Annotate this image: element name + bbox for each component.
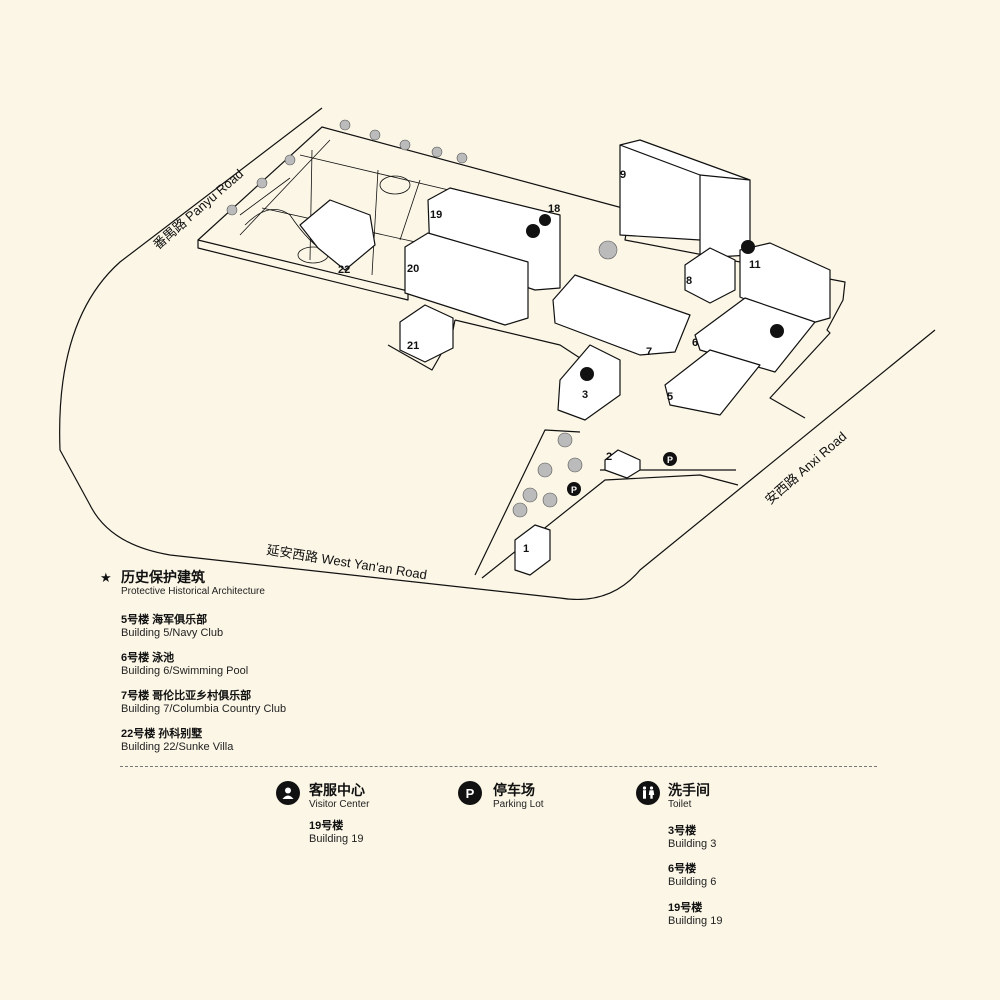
historical-title: 历史保护建筑 <box>121 569 205 585</box>
historical-item: 7号楼 哥伦比亚乡村俱乐部 Building 7/Columbia Countr… <box>121 690 286 716</box>
historical-item: 22号楼 孙科别墅 Building 22/Sunke Villa <box>121 728 233 754</box>
toilet-item: 6号楼 Building 6 <box>668 863 716 889</box>
item-en: Building 5/Navy Club <box>121 627 224 639</box>
building-21 <box>399 304 454 363</box>
building-9 <box>619 139 751 259</box>
building-3 <box>557 344 621 421</box>
item-cn: 19号楼 <box>309 820 344 832</box>
item-cn: 7号楼 哥伦比亚乡村俱乐部 <box>121 690 252 702</box>
map-parking-icons: P P <box>567 452 677 496</box>
building-label: 6 <box>692 337 698 349</box>
item-en: Building 6 <box>668 876 717 888</box>
building-6 <box>694 297 816 373</box>
building-label: 11 <box>749 259 761 271</box>
building-label: 20 <box>407 263 419 275</box>
toilet-title: 洗手间 <box>668 782 710 798</box>
building-label: 3 <box>582 389 588 401</box>
historical-item: 6号楼 泳池 Building 6/Swimming Pool <box>121 652 248 678</box>
building-label: 21 <box>407 340 419 352</box>
visitor-item: 19号楼 Building 19 <box>309 820 363 846</box>
item-cn: 19号楼 <box>668 902 703 914</box>
toilet-header: 洗手间 Toilet <box>668 782 710 811</box>
parking-subtitle: Parking Lot <box>493 799 544 810</box>
item-en: Building 19 <box>309 833 364 845</box>
building-7 <box>552 274 691 356</box>
parking-glyph: P <box>465 785 475 801</box>
toilet-item: 3号楼 Building 3 <box>668 825 716 851</box>
historical-subtitle: Protective Historical Architecture <box>121 586 265 597</box>
site-boundary <box>197 126 846 419</box>
parking-title: 停车场 <box>493 782 535 798</box>
item-cn: 6号楼 <box>668 863 697 875</box>
visitor-center-icon <box>276 781 300 805</box>
star-icon: ★ <box>100 570 112 585</box>
item-cn: 6号楼 泳池 <box>121 652 175 664</box>
building-5 <box>664 349 761 416</box>
visitor-title: 客服中心 <box>309 782 365 798</box>
visitor-subtitle: Visitor Center <box>309 799 370 810</box>
building-label: 5 <box>667 391 673 403</box>
building-label: 2 <box>606 451 612 463</box>
item-en: Building 7/Columbia Country Club <box>121 703 287 715</box>
item-en: Building 3 <box>668 838 717 850</box>
item-cn: 3号楼 <box>668 825 697 837</box>
historical-item: 5号楼 海军俱乐部 Building 5/Navy Club <box>121 614 223 640</box>
legend-divider <box>120 766 877 767</box>
map-service-icons <box>526 214 784 381</box>
svg-text:P: P <box>571 485 577 495</box>
toilet-icon <box>636 781 660 805</box>
building-label: 18 <box>548 203 560 215</box>
street-label-anxi: 安西路 Anxi Road <box>762 429 849 508</box>
toilet-item: 19号楼 Building 19 <box>668 902 722 928</box>
building-22 <box>299 199 376 271</box>
item-en: Building 22/Sunke Villa <box>121 741 234 753</box>
building-1 <box>514 524 551 576</box>
street-label-west-yanan: 延安西路 West Yan'an Road <box>266 542 429 582</box>
item-cn: 22号楼 孙科别墅 <box>121 728 203 740</box>
item-en: Building 19 <box>668 915 723 927</box>
item-cn: 5号楼 海军俱乐部 <box>121 614 208 626</box>
building-label: 1 <box>523 543 529 555</box>
building-label: 8 <box>686 275 692 287</box>
building-label: 9 <box>620 169 626 181</box>
road-outline <box>59 107 936 600</box>
building-20 <box>404 232 529 326</box>
parking-header: 停车场 Parking Lot <box>493 782 544 811</box>
building-8 <box>684 247 736 304</box>
campus-map: P P 9 8 11 18 19 20 21 22 7 6 5 3 2 1 番禺… <box>59 107 936 600</box>
historical-legend-header: 历史保护建筑 Protective Historical Architectur… <box>121 569 265 598</box>
building-label: 19 <box>430 209 442 221</box>
toilet-subtitle: Toilet <box>668 799 692 810</box>
building-2 <box>604 449 641 479</box>
item-en: Building 6/Swimming Pool <box>121 665 249 677</box>
parking-icon: P <box>458 781 482 805</box>
svg-text:P: P <box>667 455 673 465</box>
building-label: 22 <box>338 264 350 276</box>
visitor-center-header: 客服中心 Visitor Center <box>309 782 369 811</box>
building-label: 7 <box>646 346 652 358</box>
